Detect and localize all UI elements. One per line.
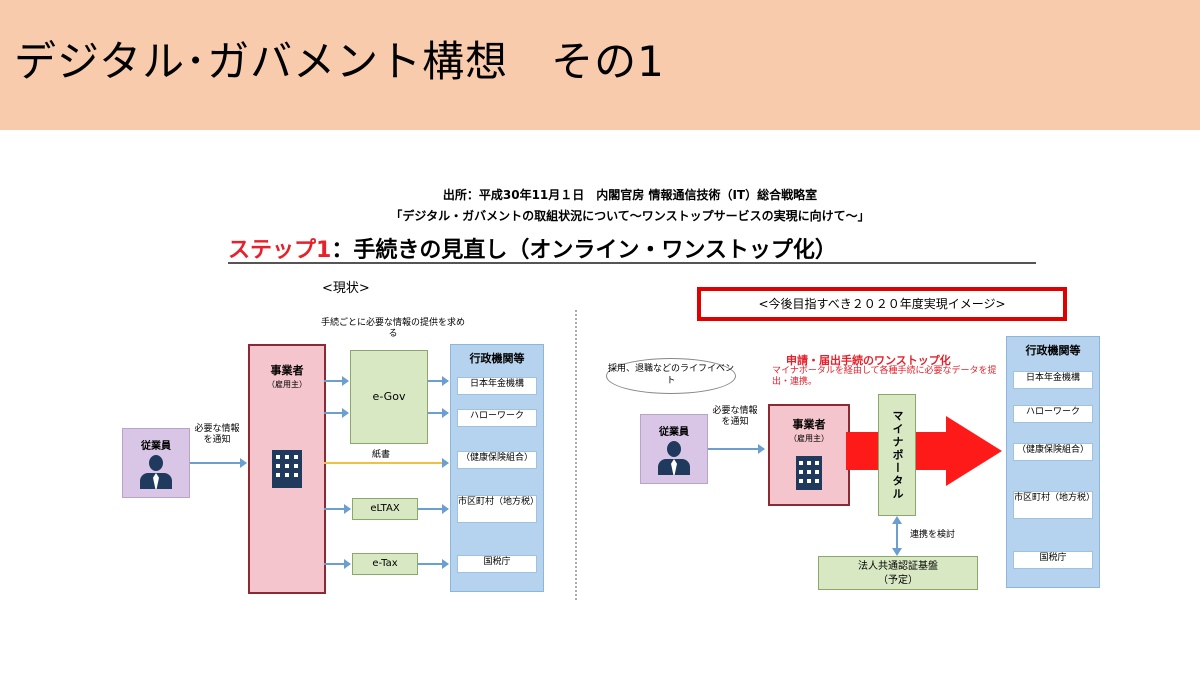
- arrow-employee-to-employer-future: [708, 444, 765, 454]
- current-employee: 従業員: [122, 428, 190, 498]
- future-employer-label: 事業者（雇用主）: [789, 418, 829, 443]
- building-icon: [796, 456, 822, 490]
- life-event-bubble: 採用、退職などのライフイベント: [606, 358, 736, 394]
- current-employer: 事業者（雇用主）: [248, 344, 326, 594]
- person-icon: [658, 441, 690, 475]
- myna-portal: マイナポータル: [878, 394, 916, 516]
- link-arrow: [892, 516, 902, 556]
- future-employee-note: 必要な情報を通知: [712, 406, 758, 427]
- current-heading: <現状>: [322, 281, 370, 296]
- step-label: ステップ1: [228, 238, 332, 263]
- gov-item-pension: 日本年金機構: [457, 377, 537, 395]
- gov-item-health-insurance: （健康保険組合）: [1013, 443, 1093, 461]
- arrow-paper: [324, 458, 449, 468]
- onestop-title: 申請・届出手続のワンストップ化: [786, 354, 951, 367]
- gov-item-hellowork: ハローワーク: [457, 409, 537, 427]
- system-eltax: eLTAX: [352, 498, 418, 520]
- gov-item-pension: 日本年金機構: [1013, 371, 1093, 389]
- building-icon: [272, 450, 302, 488]
- arrow-employee-to-employer: [190, 458, 247, 468]
- current-employee-label: 従業員: [141, 441, 171, 452]
- system-egov: e-Gov: [350, 350, 428, 444]
- onestop-subtitle: マイナポータルを経由して各種手続に必要なデータを提出・連携。: [772, 366, 997, 387]
- person-icon: [140, 455, 172, 489]
- gov-item-municipality: 市区町村（地方税）: [457, 495, 539, 523]
- title-banner: デジタル･ガバメント構想 その1: [0, 0, 1200, 130]
- current-employee-note: 必要な情報を通知: [194, 424, 240, 445]
- arrow-egov-to-gov-1: [428, 376, 449, 386]
- section-divider: [575, 310, 577, 600]
- current-gov-title: 行政機関等: [469, 352, 525, 365]
- link-note: 連携を検討: [910, 530, 956, 540]
- future-employee-label: 従業員: [659, 427, 689, 438]
- system-etax: e-Tax: [352, 553, 418, 575]
- current-note: 手続ごとに必要な情報の提供を求める: [320, 318, 465, 339]
- source-line-2: 「デジタル・ガバメントの取組状況について～ワンストップサービスの実現に向けて～」: [390, 209, 870, 223]
- gov-item-hellowork: ハローワーク: [1013, 405, 1093, 423]
- arrow-egov-to-gov-2: [428, 408, 449, 418]
- arrow-to-etax: [324, 559, 351, 569]
- future-employee: 従業員: [640, 414, 708, 484]
- future-gov-agencies: 行政機関等 日本年金機構 ハローワーク （健康保険組合） 市区町村（地方税） 国…: [1006, 336, 1100, 588]
- gov-item-municipality: 市区町村（地方税）: [1013, 491, 1095, 519]
- future-gov-title: 行政機関等: [1025, 344, 1081, 357]
- arrow-to-egov-2: [324, 408, 349, 418]
- source-line-1: 出所：平成30年11月１日 内閣官房 情報通信技術（IT）総合戦略室: [442, 188, 818, 202]
- paper-label: 紙書: [372, 450, 391, 460]
- gov-item-health-insurance: （健康保険組合）: [457, 451, 537, 469]
- current-employer-label: 事業者（雇用主）: [267, 364, 307, 389]
- future-employer: 事業者（雇用主）: [768, 404, 850, 506]
- arrow-eltax-to-gov: [418, 504, 449, 514]
- arrow-etax-to-gov: [418, 559, 449, 569]
- step-underline: [228, 262, 1036, 264]
- corporate-auth-platform: 法人共通認証基盤（予定）: [818, 556, 978, 590]
- future-heading: <今後目指すべき２０２０年度実現イメージ>: [697, 287, 1067, 321]
- step-heading: ステップ1：手続きの見直し（オンライン・ワンストップ化）: [228, 232, 837, 264]
- gov-item-tax-agency: 国税庁: [1013, 551, 1093, 569]
- page-title: デジタル･ガバメント構想 その1: [14, 37, 665, 86]
- arrow-to-eltax: [324, 504, 351, 514]
- big-red-arrow: [846, 416, 1002, 486]
- step-title: ：手続きの見直し（オンライン・ワンストップ化）: [331, 238, 837, 263]
- arrow-to-egov-1: [324, 376, 349, 386]
- gov-item-tax-agency: 国税庁: [457, 555, 537, 573]
- current-gov-agencies: 行政機関等 日本年金機構 ハローワーク （健康保険組合） 市区町村（地方税） 国…: [450, 344, 544, 592]
